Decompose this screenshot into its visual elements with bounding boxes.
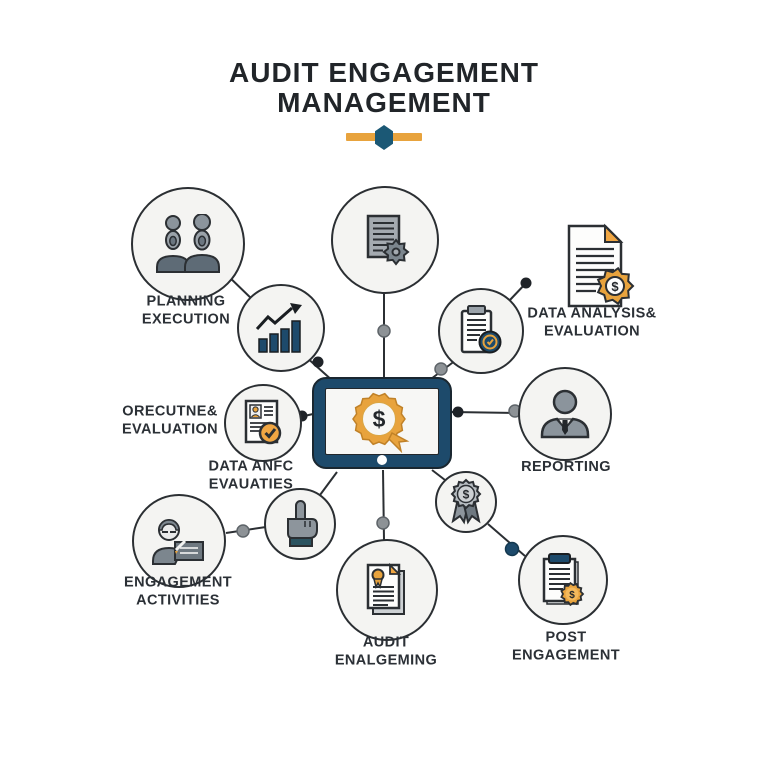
node-growth-chart bbox=[237, 284, 325, 372]
connector-dot bbox=[312, 356, 324, 368]
label-data-anfc-evauaties: DATA ANFC EVAUATIES bbox=[208, 458, 294, 492]
bar-chart-arrow-icon bbox=[255, 303, 302, 353]
node-checklist-clock bbox=[438, 288, 524, 374]
connector-dot bbox=[236, 524, 250, 538]
award-ribbon-dollar-icon: $ bbox=[450, 478, 482, 525]
label-post-engagement: POST ENGAGEMENT bbox=[512, 629, 620, 663]
title-divider-hexagon-icon bbox=[375, 125, 393, 150]
connector-dot bbox=[520, 277, 532, 289]
tablet-dollar-badge-icon: $ bbox=[352, 392, 410, 453]
node-resume-check bbox=[224, 384, 302, 462]
resume-check-icon bbox=[244, 399, 282, 445]
page-title-line1: AUDIT ENGAGEMENT bbox=[229, 57, 539, 88]
connector-dot bbox=[376, 516, 390, 530]
connector-line bbox=[431, 469, 446, 481]
central-tablet: $ bbox=[312, 377, 452, 469]
connector-dot bbox=[434, 362, 448, 376]
two-people-icon bbox=[156, 214, 220, 273]
node-planning-execution bbox=[131, 187, 245, 301]
node-data-analysis: $ bbox=[553, 222, 641, 314]
node-engagement-activities bbox=[132, 494, 226, 588]
certificate-ribbon-icon bbox=[366, 562, 405, 615]
node-audit-document bbox=[336, 539, 438, 641]
page-title-line2: MANAGEMENT bbox=[277, 87, 491, 118]
dollar-glyph: $ bbox=[373, 406, 386, 432]
dollar-glyph: $ bbox=[463, 488, 470, 502]
document-gear-icon bbox=[366, 214, 410, 266]
label-orecutne-evaluation: ORECUTNE& EVALUATION bbox=[121, 403, 219, 437]
hand-pointer-icon bbox=[287, 500, 318, 547]
page-title: AUDIT ENGAGEMENT MANAGEMENT bbox=[229, 58, 539, 118]
dollar-glyph: $ bbox=[569, 590, 575, 601]
person-envelope-icon bbox=[152, 519, 204, 565]
connector-dot bbox=[452, 406, 464, 418]
node-award-ribbon: $ bbox=[435, 471, 497, 533]
label-audit-enalgeming: AUDIT ENALGEMING bbox=[334, 634, 438, 668]
connector-line bbox=[319, 471, 338, 496]
label-planning-execution: PLANNING EXECUTION bbox=[141, 293, 231, 327]
node-reporting bbox=[518, 367, 612, 461]
businessman-icon bbox=[540, 389, 590, 439]
tablet-home-button bbox=[377, 455, 387, 465]
clipboard-clock-icon bbox=[460, 305, 502, 354]
node-hand-pointer bbox=[264, 488, 336, 560]
label-reporting: REPORTING bbox=[521, 459, 611, 476]
clipboard-dollar-badge-icon: $ bbox=[542, 553, 585, 607]
label-data-analysis-evaluation: DATA ANALYSIS& EVALUATION bbox=[527, 305, 657, 339]
node-process-document bbox=[331, 186, 439, 294]
label-engagement-activities: ENGAGEMENT ACTIVITIES bbox=[124, 574, 232, 608]
tablet-screen: $ bbox=[325, 388, 439, 455]
document-dollar-gear-icon: $ bbox=[567, 223, 635, 308]
connector-dot bbox=[377, 324, 391, 338]
node-post-engagement: $ bbox=[518, 535, 608, 625]
connector-dot bbox=[504, 541, 520, 557]
dollar-glyph: $ bbox=[611, 279, 619, 294]
